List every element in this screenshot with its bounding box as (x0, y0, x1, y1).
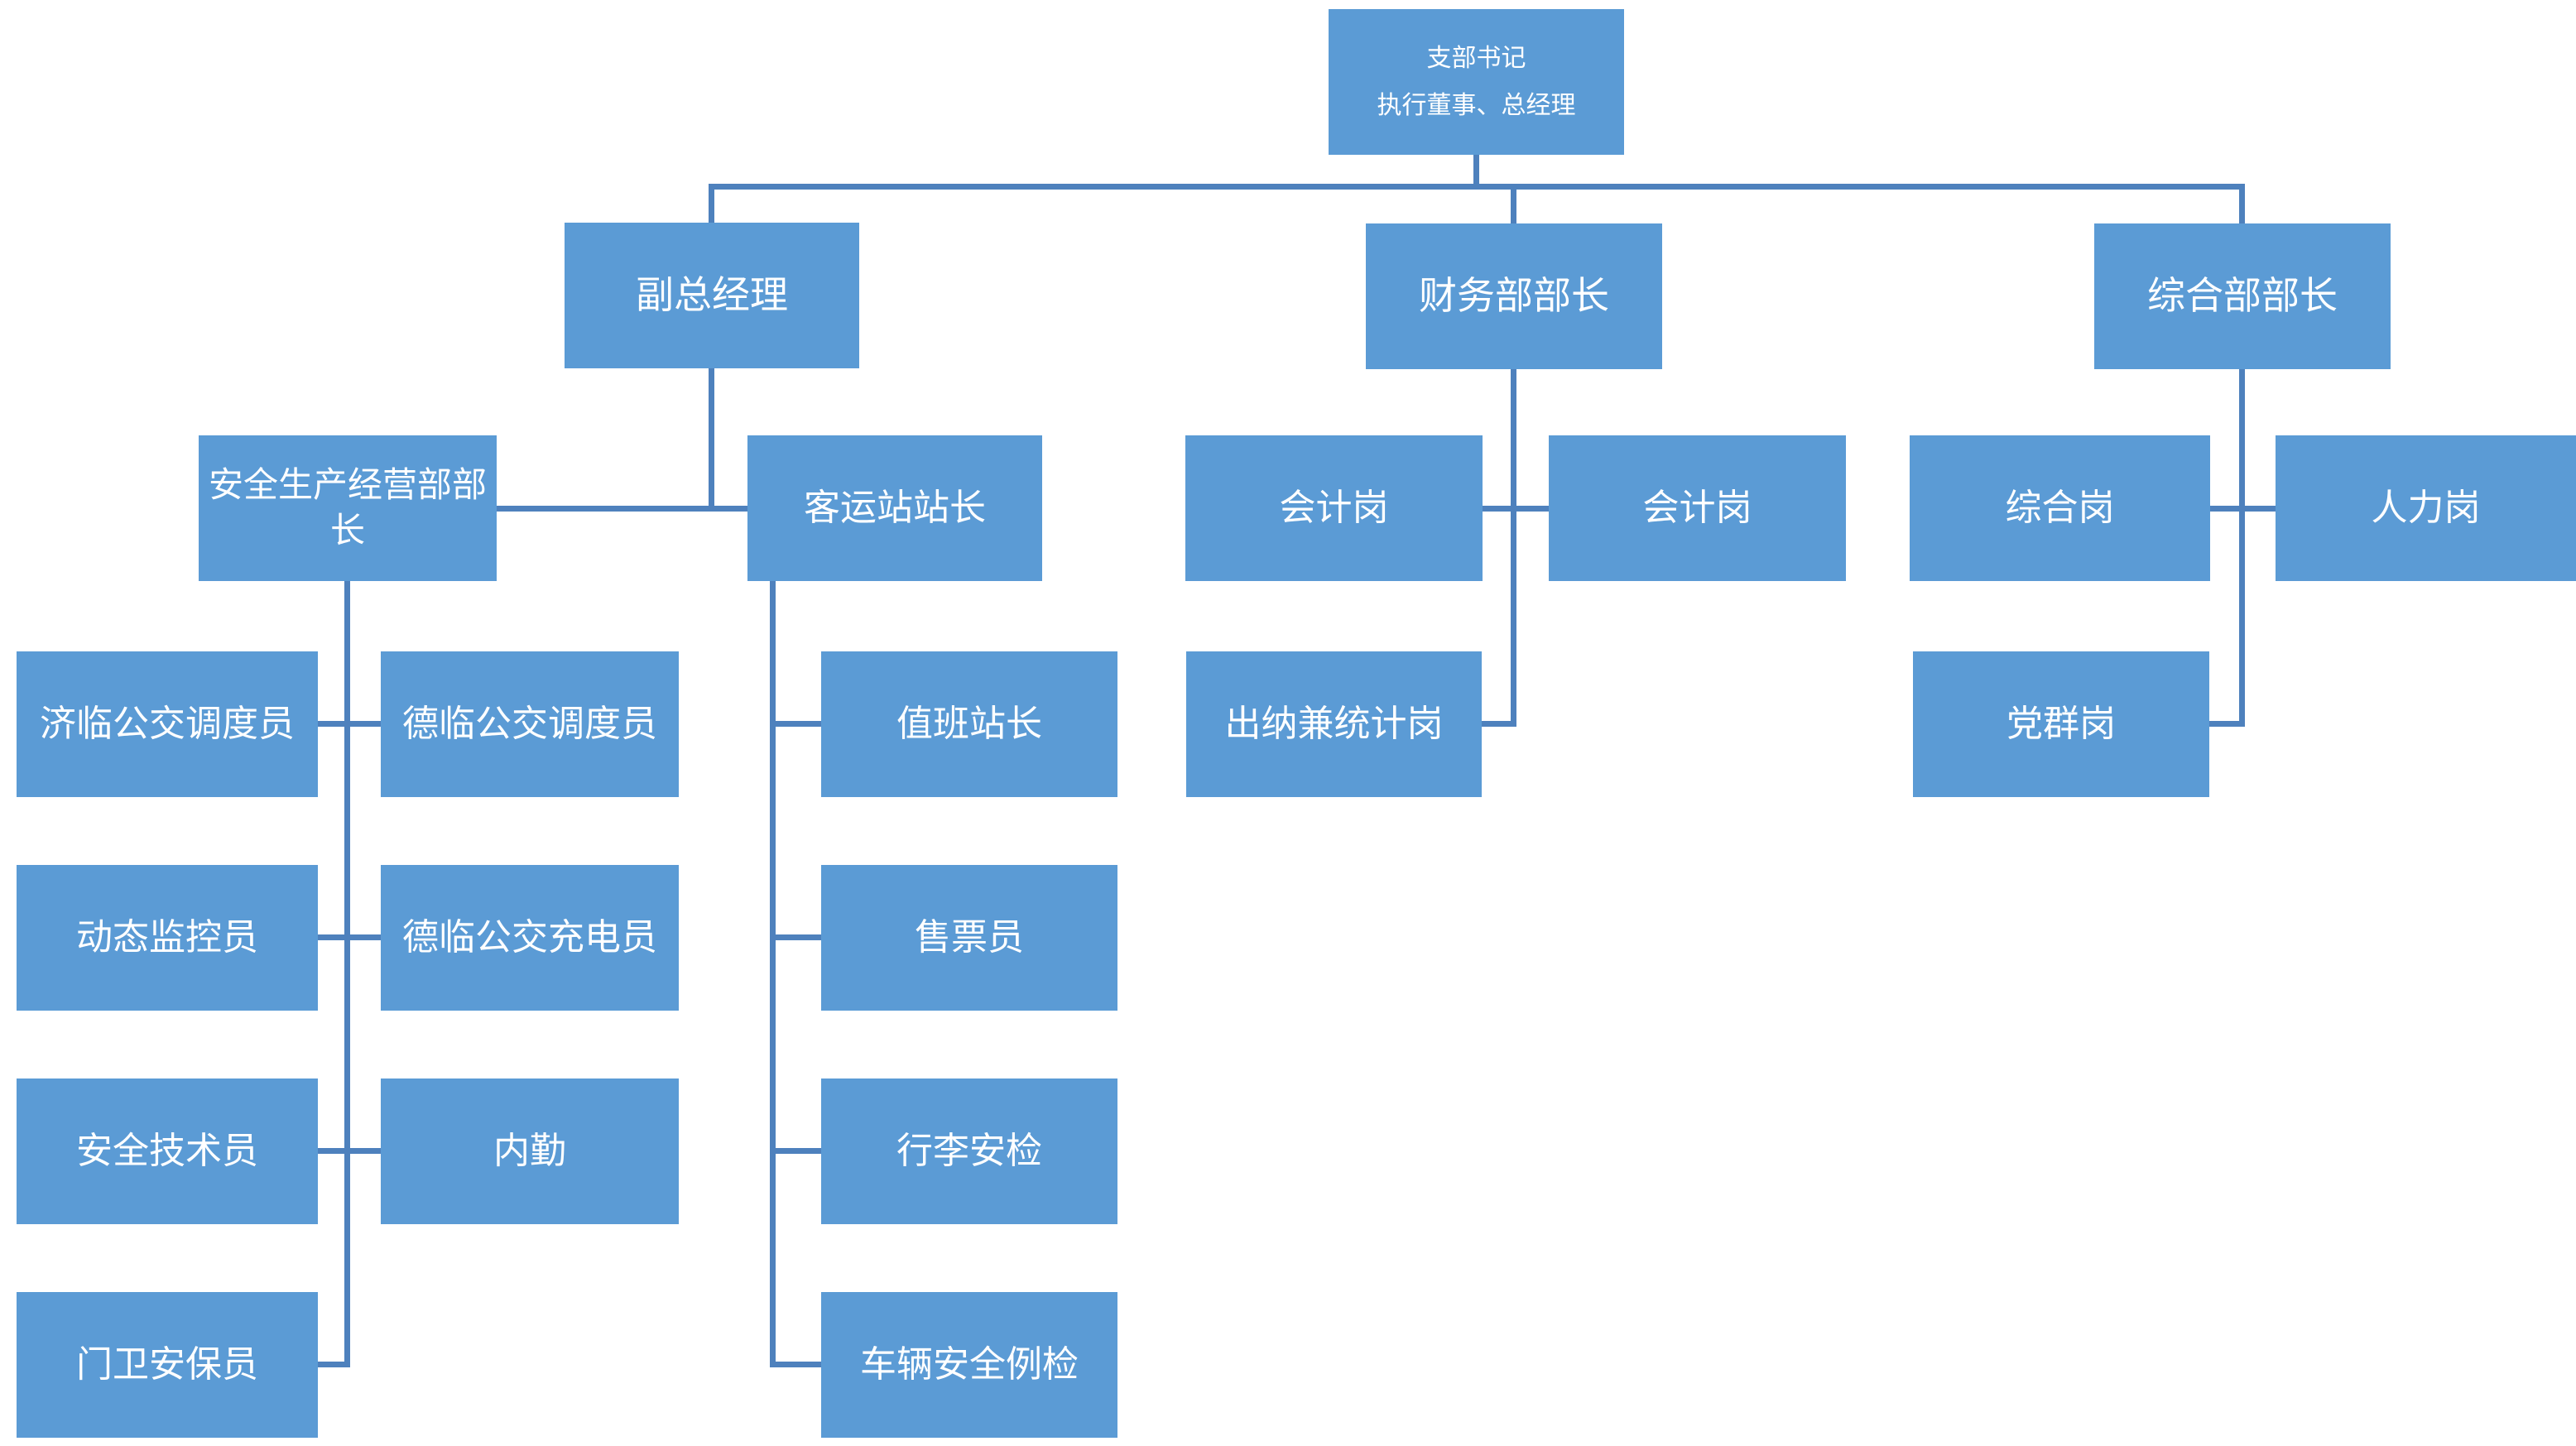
org-node-label: 综合岗 (2005, 487, 2115, 530)
connector-v-safety-column (344, 581, 350, 1367)
org-node-dynamic-monitor: 动态监控员 (17, 865, 318, 1011)
connector-v-finance-column (1511, 369, 1516, 727)
org-node-label: 支部书记 (1426, 44, 1526, 73)
org-node-label: 德临公交充电员 (402, 916, 657, 959)
org-node-label: 济临公交调度员 (40, 703, 295, 746)
connector-v-bus-to-general (2239, 190, 2245, 223)
connector-h-party-elbow (2209, 721, 2245, 727)
org-node-safety-tech: 安全技术员 (17, 1078, 318, 1224)
connector-h-station-rowC (770, 1148, 821, 1154)
org-node-accountant-2: 会计岗 (1549, 435, 1846, 581)
org-node-cashier-stat: 出纳兼统计岗 (1186, 651, 1482, 797)
org-node-label: 行李安检 (896, 1130, 1042, 1173)
org-node-label: 党群岗 (2006, 703, 2116, 746)
org-node-finance-chief: 财务部部长 (1366, 223, 1662, 369)
connector-h-safety-rowA (318, 721, 381, 727)
connector-h-cashier-elbow (1482, 721, 1516, 727)
org-node-delin-charger: 德临公交充电员 (381, 865, 679, 1011)
org-node-label: 执行董事、总经理 (1377, 91, 1576, 120)
org-node-label: 客运站站长 (804, 487, 986, 530)
org-node-label: 安全技术员 (76, 1130, 258, 1173)
org-node-luggage-check: 行李安检 (821, 1078, 1117, 1224)
connector-h-safety-station (497, 506, 747, 512)
org-node-accountant-1: 会计岗 (1185, 435, 1483, 581)
connector-h-accountants (1483, 506, 1549, 512)
org-node-vehicle-check: 车辆安全例检 (821, 1292, 1117, 1438)
connector-h-station-rowD-elbow (770, 1362, 821, 1367)
org-node-label: 动态监控员 (76, 916, 258, 959)
org-node-general-post: 综合岗 (1910, 435, 2210, 581)
connector-h-safety-rowD-elbow (318, 1362, 350, 1367)
org-node-label: 人力岗 (2371, 487, 2481, 530)
connector-v-station-column (770, 581, 776, 1367)
connector-v-bus-to-finance (1511, 190, 1516, 223)
org-node-label: 德临公交调度员 (402, 703, 657, 746)
org-node-label: 会计岗 (1642, 487, 1752, 530)
connector-h-safety-rowC (318, 1148, 381, 1154)
org-node-label: 安全生产经营部部长 (208, 464, 487, 550)
org-node-general-chief: 综合部部长 (2094, 223, 2391, 369)
org-node-label: 车辆安全例检 (860, 1343, 1079, 1386)
org-node-safety-dept-chief: 安全生产经营部部长 (199, 435, 497, 581)
org-node-label: 内勤 (493, 1130, 566, 1173)
org-node-label: 售票员 (915, 916, 1024, 959)
org-node-duty-station: 值班站长 (821, 651, 1117, 797)
org-node-party-post: 党群岗 (1913, 651, 2209, 797)
org-node-label: 综合部部长 (2147, 273, 2338, 319)
org-node-station-master: 客运站站长 (747, 435, 1042, 581)
connector-h-station-rowA (770, 721, 821, 727)
connector-h-general-hr (2210, 506, 2276, 512)
org-node-top: 支部书记执行董事、总经理 (1329, 9, 1624, 155)
connector-v-general-column (2239, 369, 2245, 727)
org-node-delin-dispatcher: 德临公交调度员 (381, 651, 679, 797)
org-node-label: 值班站长 (896, 703, 1042, 746)
org-node-label: 出纳兼统计岗 (1224, 703, 1444, 746)
connector-v-bus-to-vice (709, 190, 714, 223)
org-node-label: 财务部部长 (1419, 273, 1609, 319)
org-node-gate-guard: 门卫安保员 (17, 1292, 318, 1438)
org-node-label: 会计岗 (1279, 487, 1389, 530)
org-node-vice-gm: 副总经理 (565, 223, 859, 368)
org-node-ticket-seller: 售票员 (821, 865, 1117, 1011)
org-node-label: 副总经理 (636, 272, 788, 318)
org-node-label: 门卫安保员 (76, 1343, 258, 1386)
org-node-office-clerk: 内勤 (381, 1078, 679, 1224)
connector-v-top-to-bus (1473, 155, 1479, 190)
connector-v-vice-down (709, 368, 714, 512)
org-node-hr-post: 人力岗 (2276, 435, 2576, 581)
connector-h-station-rowB (770, 934, 821, 940)
connector-h-level2-bus (709, 184, 2245, 190)
org-node-jilin-dispatcher: 济临公交调度员 (17, 651, 318, 797)
connector-h-safety-rowB (318, 934, 381, 940)
